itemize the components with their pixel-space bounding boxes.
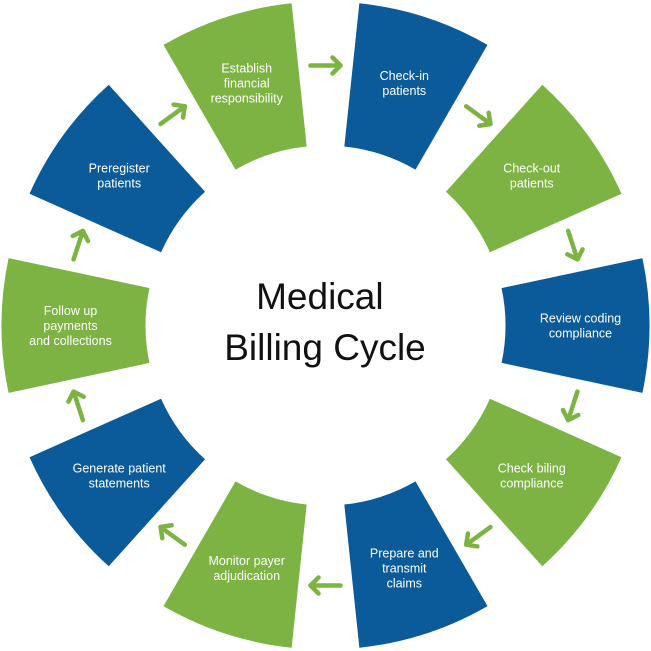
chevron-arrow-icon-6: [158, 523, 188, 547]
step-8-label-line-3: and collections: [29, 334, 112, 348]
step-2-label-line-1: Check-out: [503, 162, 560, 176]
arrow-5-head: [308, 575, 321, 596]
arrow-1-head: [477, 110, 493, 128]
step-1-label-line-2: patients: [382, 84, 426, 98]
step-10-label-line-2: financial: [224, 76, 270, 90]
cycle-segments: [1, 3, 650, 648]
arrow-1-shaft: [463, 104, 493, 127]
chevron-arrow-icon-3: [560, 389, 581, 423]
segment-step-10: [163, 3, 307, 170]
center-title: Medical Billing Cycle: [224, 276, 426, 368]
chevron-arrow-icon-8: [70, 228, 91, 262]
segment-step-4: [445, 398, 622, 567]
step-6-label-line-1: Monitor payer: [208, 554, 284, 568]
arrow-9-shaft: [158, 104, 188, 127]
step-5-label-line-1: Prepare and: [370, 547, 439, 561]
arrow-10-head: [330, 55, 343, 76]
center-title-line-1: Medical: [256, 276, 384, 317]
segment-step-6: [163, 481, 307, 648]
step-2-label-line-2: patients: [510, 177, 554, 191]
chevron-arrow-icon-5: [308, 575, 343, 596]
arrow-8-head: [70, 228, 91, 244]
segment-step-7: [29, 398, 206, 567]
step-5-label-line-3: claims: [387, 577, 422, 591]
step-8-label-line-2: payments: [43, 319, 97, 333]
cycle-arrows: [66, 55, 585, 596]
chevron-arrow-icon-1: [463, 104, 493, 128]
step-9-label-line-1: Preregister: [89, 162, 150, 176]
segment-step-3: [501, 258, 650, 393]
chevron-arrow-icon-10: [308, 55, 343, 76]
step-3-label-line-1: Review coding: [540, 312, 621, 326]
step-10-label-line-1: Establish: [221, 61, 272, 75]
arrow-6-head: [158, 523, 174, 541]
center-title-line-2: Billing Cycle: [224, 327, 426, 368]
step-9-label-line-2: patients: [97, 177, 141, 191]
step-8-label-line-1: Follow up: [44, 304, 98, 318]
arrow-2-shaft: [565, 228, 580, 262]
arrow-7-head: [66, 389, 86, 404]
arrow-8-shaft: [71, 228, 86, 262]
segment-step-9: [29, 84, 206, 253]
arrow-7-shaft: [71, 389, 86, 423]
chevron-arrow-icon-9: [158, 102, 188, 127]
chevron-arrow-icon-2: [565, 228, 585, 262]
segment-step-2: [445, 84, 622, 253]
arrow-6-shaft: [158, 524, 188, 547]
arrow-3-head: [560, 407, 581, 423]
chevron-arrow-icon-7: [66, 389, 86, 423]
arrow-3-shaft: [565, 389, 580, 423]
step-4-label-line-2: compliance: [500, 476, 563, 490]
segment-step-8: [1, 258, 150, 393]
chevron-arrow-icon-4: [463, 524, 493, 549]
step-10-label-line-3: responsibility: [211, 91, 284, 105]
step-4-label-line-1: Check biling: [498, 461, 566, 475]
step-5-label-line-2: transmit: [382, 562, 427, 576]
step-7-label-line-1: Generate patient: [73, 461, 167, 475]
step-7-label-line-2: statements: [89, 476, 150, 490]
step-1-label-line-1: Check-in: [380, 69, 429, 83]
arrow-4-head: [463, 531, 480, 549]
step-3-label-line-2: compliance: [549, 327, 612, 341]
arrow-9-head: [171, 102, 188, 120]
step-6-label-line-2: adjudication: [213, 569, 280, 583]
segment-step-5: [344, 481, 488, 648]
segment-step-1: [344, 3, 488, 170]
arrow-2-head: [565, 247, 585, 262]
arrow-4-shaft: [463, 524, 493, 547]
